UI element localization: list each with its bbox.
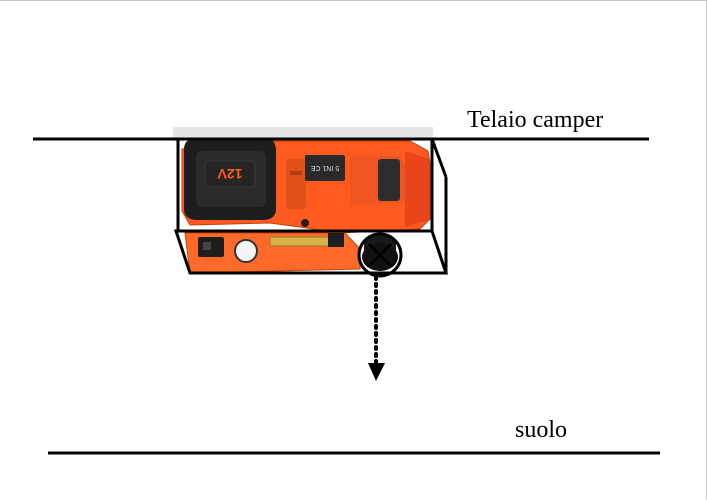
lift-pad-marker bbox=[357, 232, 403, 278]
jack-model-label: 5 IN1 CE bbox=[310, 164, 339, 171]
dotted-down-arrow-icon bbox=[368, 275, 385, 381]
jack-outline-box bbox=[173, 137, 449, 275]
car-jack-image: 12V 5 IN1 CE bbox=[181, 138, 433, 274]
ground-label: suolo bbox=[515, 417, 567, 443]
chassis-label: Telaio camper bbox=[467, 107, 603, 133]
jack-voltage-label: 12V bbox=[217, 166, 243, 182]
